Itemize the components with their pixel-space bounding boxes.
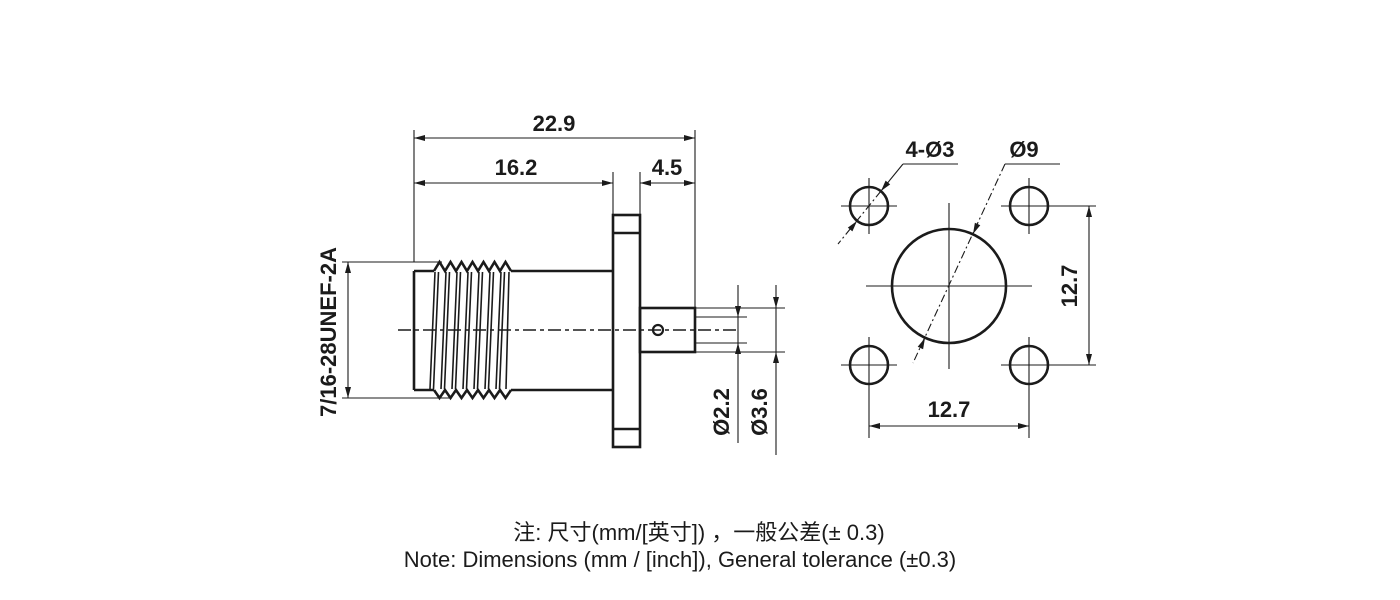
dim-hole-spacing-horizontal-value: 12.7 <box>928 397 971 422</box>
label-center-boss-dia: Ø9 <box>912 137 1060 364</box>
thread-crest-top <box>432 259 513 274</box>
dim-hole-spacing-vertical-value: 12.7 <box>1057 265 1082 308</box>
thread-flank-lines <box>429 271 510 390</box>
thread-crest-bottom <box>432 387 513 401</box>
note-line-chinese: 注: 尺寸(mm/[英寸]) ，一般公差(± 0.3) <box>513 520 884 545</box>
center-boss-circle <box>890 227 1008 345</box>
dim-hole-spacing-horizontal: 12.7 <box>869 397 1029 429</box>
front-view: 4-Ø3 Ø9 12.7 12.7 <box>837 137 1096 438</box>
dim-front-body-length: 16.2 <box>414 155 614 215</box>
solder-hole <box>651 323 665 337</box>
dim-pin-hole-dia: Ø2.2 <box>695 285 747 443</box>
label-corner-holes: 4-Ø3 <box>837 137 958 245</box>
dim-rear-boss-length-value: 4.5 <box>652 155 683 180</box>
rear-boss <box>638 306 697 354</box>
dim-hole-spacing-vertical: 12.7 <box>1057 206 1092 365</box>
thread-spec-label: 7/16-28UNEF-2A <box>316 247 341 417</box>
dim-total-length-value: 22.9 <box>533 111 576 136</box>
dim-thread-spec: 7/16-28UNEF-2A <box>316 247 452 417</box>
mounting-flange <box>611 213 642 449</box>
notes-block: 注: 尺寸(mm/[英寸]) ，一般公差(± 0.3) Note: Dimens… <box>404 520 957 572</box>
dim-total-length: 22.9 <box>413 111 696 308</box>
dim-rear-boss-dia: Ø3.6 <box>695 285 785 455</box>
dim-rear-boss-dia-value: Ø3.6 <box>747 388 772 436</box>
side-view: 22.9 16.2 4.5 7/16-28UNEF-2A <box>316 111 785 455</box>
label-corner-holes-value: 4-Ø3 <box>906 137 955 162</box>
connector-body-outline <box>412 269 613 392</box>
dim-front-body-length-value: 16.2 <box>495 155 538 180</box>
hole-crosshairs <box>841 178 1096 438</box>
corner-holes <box>841 178 1096 438</box>
note-line-english: Note: Dimensions (mm / [inch]), General … <box>404 547 957 572</box>
label-center-boss-dia-value: Ø9 <box>1009 137 1038 162</box>
dim-pin-hole-dia-value: Ø2.2 <box>709 388 734 436</box>
dim-rear-boss-length: 4.5 <box>639 155 695 215</box>
thread-profile <box>429 259 513 401</box>
